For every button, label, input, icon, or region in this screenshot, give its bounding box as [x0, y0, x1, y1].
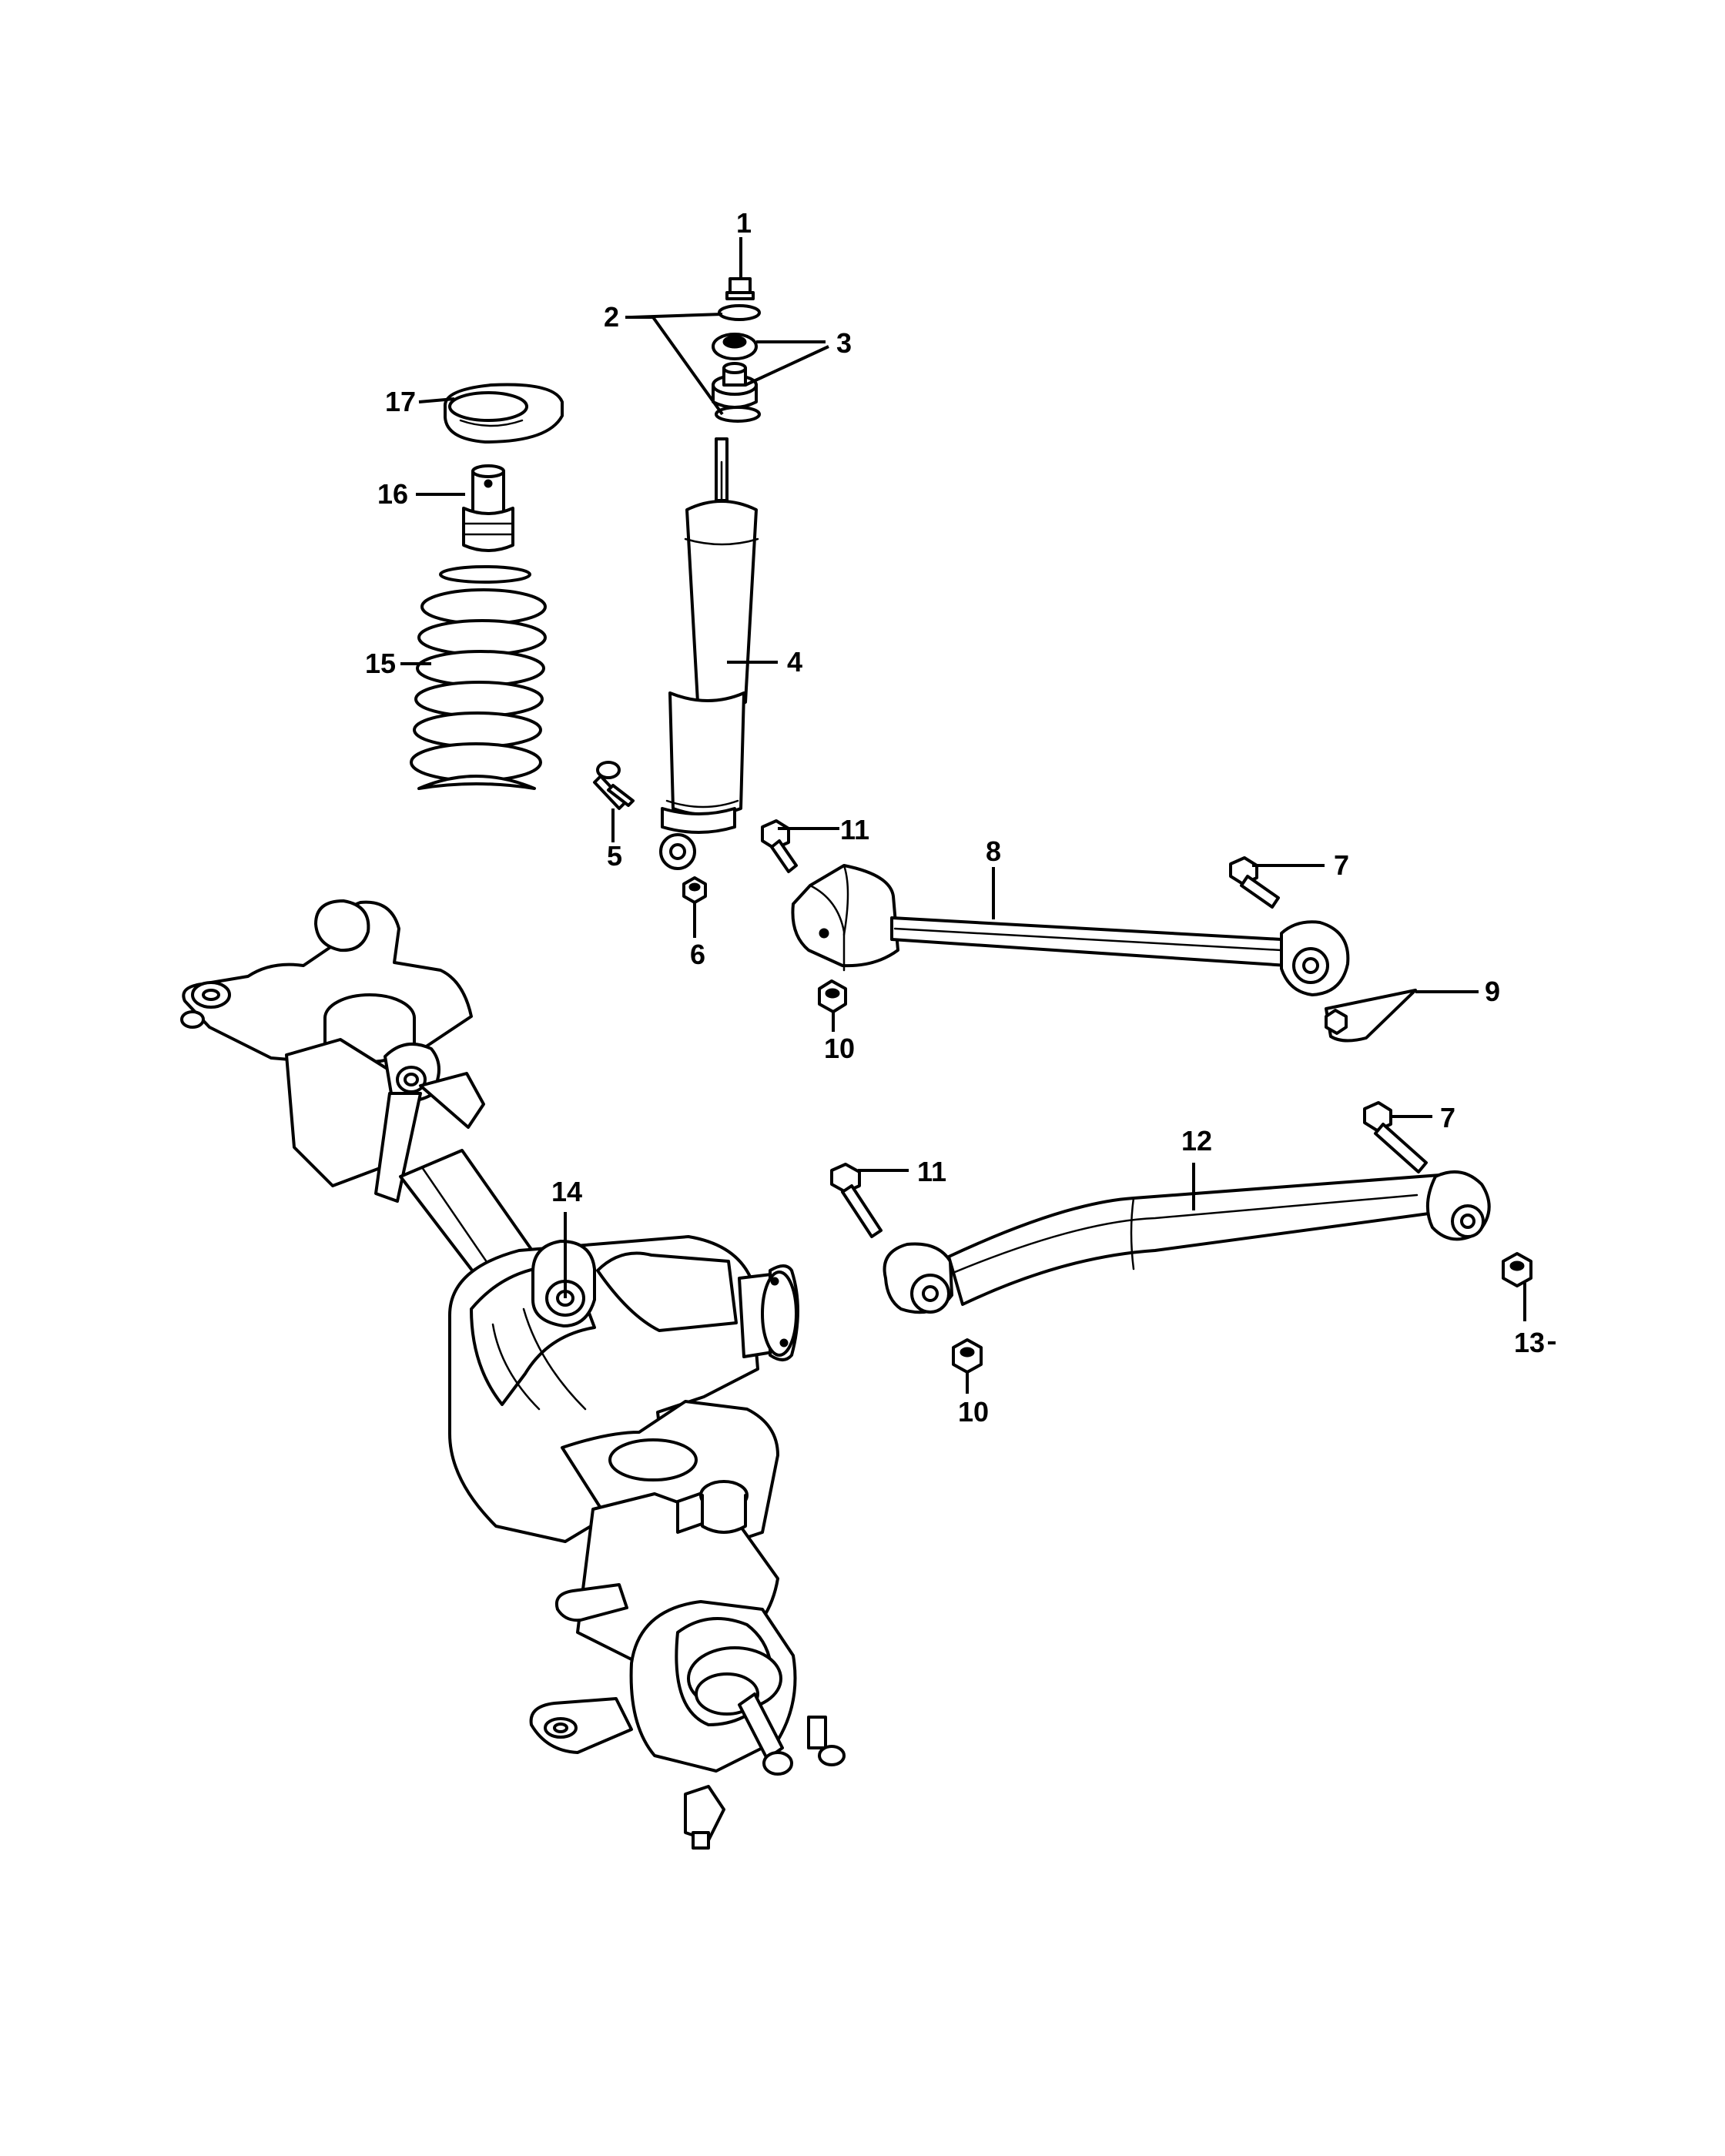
part-9-flag-nut[interactable]	[1325, 989, 1417, 1043]
part-15-coil-spring[interactable]	[410, 565, 547, 790]
part-4-shock-absorber[interactable]	[659, 437, 759, 870]
callout-2: 2	[604, 301, 619, 333]
callout-13: 13	[1514, 1327, 1545, 1358]
callout-15: 15	[365, 648, 396, 679]
callout-7-upper: 7	[1334, 849, 1349, 881]
part-17-spring-seat[interactable]	[444, 383, 564, 444]
part-3-isolator-lower[interactable]	[712, 362, 758, 409]
callout-1: 1	[736, 207, 752, 239]
part-11-bolt-lower[interactable]	[830, 1163, 883, 1238]
part-12-lower-control-arm[interactable]	[883, 1170, 1491, 1314]
part-7-bolt-lower[interactable]	[1363, 1101, 1428, 1173]
part-16-jounce-bumper[interactable]	[462, 464, 514, 552]
callout-5: 5	[607, 840, 622, 872]
part-10-nut-upper[interactable]	[818, 979, 847, 1013]
callout-leaders	[400, 237, 1556, 1394]
callout-6: 6	[690, 939, 705, 970]
callout-7-lower: 7	[1440, 1102, 1455, 1133]
callout-11-upper: 11	[840, 814, 869, 845]
callout-12: 12	[1181, 1125, 1212, 1157]
part-1-nut[interactable]	[725, 277, 755, 300]
part-10-nut-lower[interactable]	[952, 1338, 983, 1374]
callout-10-upper: 10	[824, 1033, 855, 1064]
part-6-nut[interactable]	[682, 876, 707, 904]
callout-9: 9	[1485, 976, 1500, 1007]
part-2-washer-lower[interactable]	[715, 406, 761, 423]
callout-16: 16	[377, 478, 408, 510]
part-5-bolt[interactable]	[593, 761, 635, 810]
callout-3: 3	[836, 327, 852, 359]
callout-14: 14	[551, 1176, 582, 1207]
callout-17: 17	[385, 386, 416, 417]
part-13-nut[interactable]	[1502, 1252, 1532, 1287]
part-14-axle-assembly[interactable]	[180, 899, 846, 1850]
callout-8: 8	[986, 835, 1001, 867]
callout-10-lower: 10	[958, 1396, 989, 1428]
part-7-bolt-upper[interactable]	[1229, 856, 1280, 909]
callout-labels: 1 2 3 4 5 6 7 7 8 9 10 10 11 11 12 13 14…	[365, 207, 1545, 1428]
part-2-washer-upper[interactable]	[718, 304, 761, 321]
part-8-upper-control-arm[interactable]	[791, 864, 1350, 996]
part-3-isolator-upper[interactable]	[712, 333, 758, 360]
callout-11-lower: 11	[917, 1156, 946, 1187]
callout-4: 4	[787, 646, 802, 678]
